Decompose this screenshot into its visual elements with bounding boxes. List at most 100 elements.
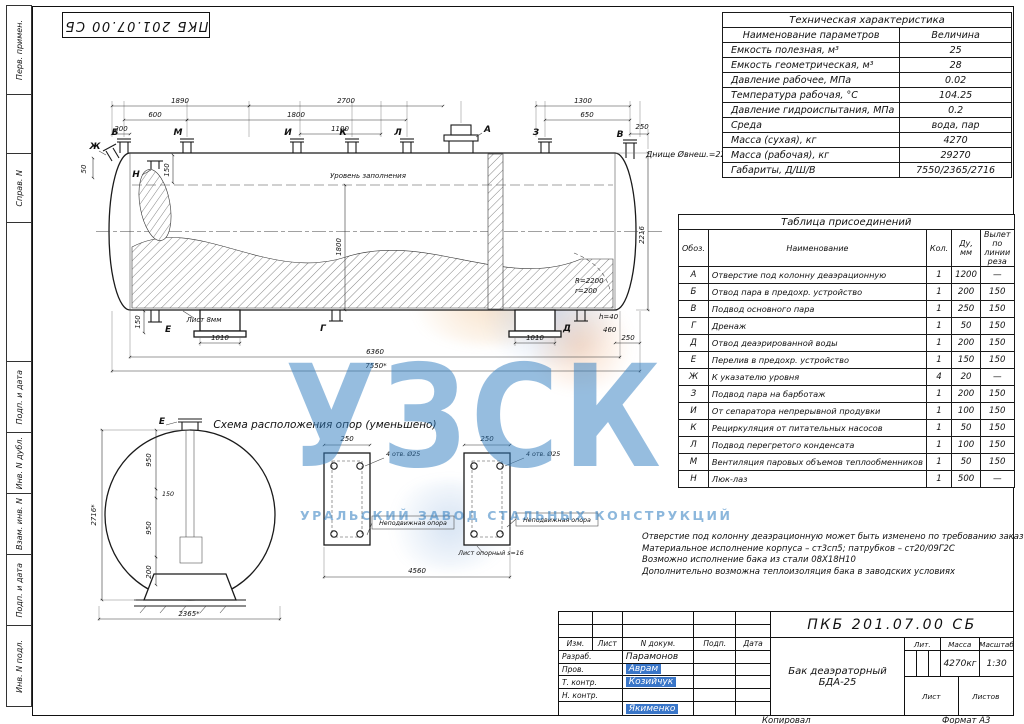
stamp-date-cell	[736, 676, 770, 690]
stamp-name-cell: Якименко	[623, 702, 695, 715]
conn-cell: 150	[980, 351, 1015, 369]
conn-cell: 150	[980, 300, 1015, 318]
tech-table-title: Техническая характеристика	[722, 12, 1012, 28]
conn-cell: Б	[678, 283, 709, 301]
conn-cell: 150	[980, 436, 1015, 454]
tech-characteristics-table: Техническая характеристика Наименование …	[721, 12, 1012, 178]
document-number: ПКБ 201.07.00 СБ	[771, 612, 1013, 638]
conn-cell: Отвод деаэрированной воды	[707, 334, 927, 352]
tech-cell: Габариты, Д/Ш/В	[721, 162, 901, 178]
stamp-role-row: Н. контр.	[559, 689, 770, 703]
conn-cell: Г	[678, 317, 709, 335]
tech-cell: Масса (сухая), кг	[721, 132, 901, 148]
conn-cell: 150	[980, 385, 1015, 403]
stamp-signature-cell	[694, 676, 737, 690]
stamp-signature-cell	[694, 650, 737, 664]
lit-label: Лит.	[905, 638, 941, 651]
stamp-name: Козийчук	[625, 677, 677, 688]
conn-cell: 50	[951, 317, 981, 335]
conn-cell: От сепаратора непрерывной продувки	[707, 402, 927, 420]
conn-cell: 1	[925, 419, 953, 437]
margin-box: Перв. примен.	[6, 5, 32, 95]
conn-cell: Л	[678, 436, 709, 454]
conn-cell: М	[678, 453, 709, 471]
left-margin-column: Перв. примен. Справ. N Подп. и дата Инв.…	[6, 5, 32, 716]
stamp-header-cell: Изм.	[559, 637, 593, 651]
stamp-name: Аврам	[625, 664, 662, 675]
conn-cell: Рециркуляция от питательных насосов	[707, 419, 927, 437]
stamp-date-cell	[736, 664, 770, 677]
stamp-role-row: Якименко	[559, 702, 770, 715]
conn-cell: 1	[925, 300, 953, 318]
conn-cell: Отверстие под колонну деаэрационную	[707, 266, 927, 284]
conn-column-header: Обоз.	[678, 229, 709, 267]
sheet-label: Лист	[905, 677, 959, 715]
stamp-header-cell: Дата	[736, 638, 770, 651]
sheets-label: Листов	[972, 691, 1000, 701]
stamp-role: Разраб.	[559, 650, 623, 664]
margin-box: Инв. N подл.	[6, 625, 32, 707]
margin-label: Взам. инв. N	[14, 498, 24, 550]
stamp-name-cell: Парамонов	[622, 650, 695, 664]
note-line: Отверстие под колонну деаэрационную може…	[642, 532, 1024, 542]
margin-box	[6, 94, 32, 154]
conn-cell: А	[678, 266, 709, 284]
conn-cell: 1	[925, 470, 953, 488]
margin-label: Перв. примен.	[14, 19, 24, 81]
stamp-name-cell	[622, 689, 695, 703]
tech-cell: 0.2	[899, 102, 1012, 118]
conn-cell: 200	[951, 334, 981, 352]
conn-cell: 500	[951, 470, 981, 488]
note-line: Материальное исполнение корпуса – ст3сп5…	[642, 543, 955, 554]
stamp-role-row: Т. контр.Козийчук	[559, 676, 770, 690]
tech-cell: 0.02	[899, 72, 1012, 88]
conn-cell: 1	[925, 334, 953, 352]
stamp-signature-cell	[694, 689, 737, 703]
conn-column-header: Кол.	[925, 229, 953, 267]
scale-label: Масштаб	[979, 638, 1014, 651]
mass-label: Масса	[940, 638, 980, 651]
conn-column-header: Наименование	[707, 229, 927, 267]
stamp-role: Пров.	[559, 663, 623, 677]
stamp-role: Т. контр.	[559, 676, 623, 690]
note-line: Возможно исполнение бака из стали 08Х18Н…	[642, 555, 856, 566]
tech-cell: 104.25	[899, 87, 1012, 103]
tech-cell: 28	[899, 57, 1012, 73]
margin-label: Справ. N	[14, 169, 24, 207]
margin-label: Инв. N дубл.	[14, 436, 24, 490]
stamp-signature-cell	[694, 663, 737, 677]
conn-cell: 150	[980, 419, 1015, 437]
mass-value: 4270кг	[940, 651, 981, 677]
margin-box: Инв. N дубл.	[6, 432, 32, 494]
conn-cell: —	[980, 470, 1015, 488]
tech-cell: Давление рабочее, МПа	[721, 72, 901, 88]
conn-cell: К	[678, 419, 709, 437]
stamp-header-cell: N докум.	[622, 637, 695, 651]
stamp-role-row: Пров.Аврам	[559, 663, 770, 677]
conn-cell: 250	[951, 300, 981, 318]
tech-cell: 29270	[899, 147, 1012, 163]
conn-column-header: Вылет по линии реза	[980, 229, 1015, 267]
conn-cell: 150	[980, 317, 1015, 335]
conn-table-title: Таблица присоединений	[678, 214, 1015, 230]
conn-cell: 1	[925, 453, 953, 471]
conn-cell: Перелив в предохр. устройство	[707, 351, 927, 369]
lit-cells	[905, 651, 941, 677]
conn-cell: 50	[951, 453, 981, 471]
head-diameter-label: Днище Øвнеш.=2216	[646, 150, 736, 159]
